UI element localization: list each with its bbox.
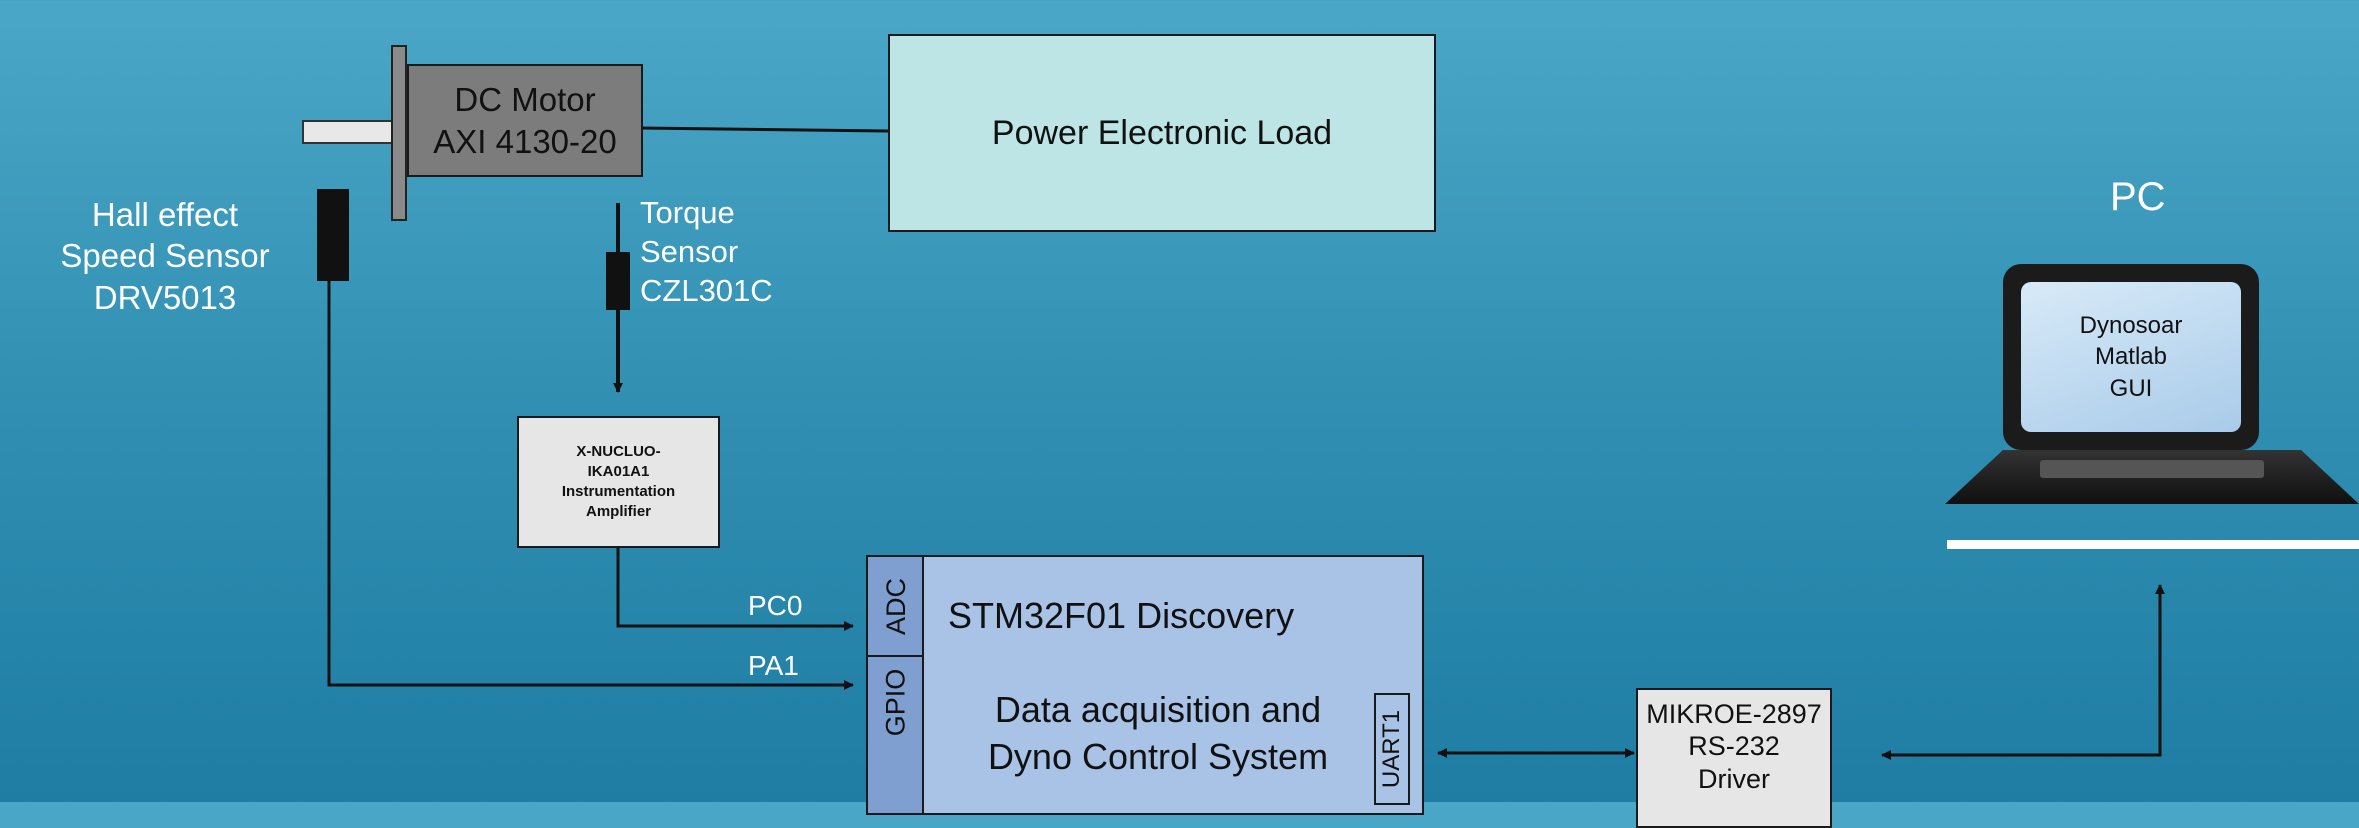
gpio-label: GPIO <box>880 668 911 736</box>
driver-to-pc-wire <box>1881 584 2165 760</box>
power-electronic-load: Power Electronic Load <box>888 34 1436 232</box>
adc-label: ADC <box>880 577 911 635</box>
pin-pc0: PC0 <box>748 590 803 621</box>
laptop-screen: Dynosoar Matlab GUI <box>2021 282 2241 432</box>
gpio-port: GPIO <box>868 657 924 747</box>
laptop-shadow <box>1947 540 2359 549</box>
load-label: Power Electronic Load <box>991 113 1333 152</box>
motor-line1: DC Motor <box>454 81 596 119</box>
instrumentation-amplifier: X-NUCLUO- IKA01A1 Instrumentation Amplif… <box>517 416 720 548</box>
laptop-keyboard <box>2040 460 2264 478</box>
motor-shaft <box>302 120 398 144</box>
motor-to-load-wire <box>639 126 889 133</box>
laptop-icon: Dynosoar Matlab GUI <box>1945 260 2359 550</box>
board-subtitle: Data acquisition and Dyno Control System <box>987 689 1329 777</box>
connection-wires <box>302 120 2165 760</box>
hall-to-pa1-wire <box>327 281 854 690</box>
uart-port: UART1 <box>1374 693 1410 805</box>
rs232-driver: MIKROE-2897 RS-232 Driver <box>1636 688 1832 828</box>
pc-title: PC <box>2110 175 2166 219</box>
stm32-board: ADC GPIO STM32F01 Discovery Data acquisi… <box>866 555 1424 815</box>
pin-pa1: PA1 <box>748 650 799 681</box>
hall-sensor-label: Hall effect Speed Sensor DRV5013 <box>60 196 270 316</box>
dc-motor: DC Motor AXI 4130-20 <box>407 64 643 177</box>
board-port-column <box>868 557 924 813</box>
uart-label: UART1 <box>1378 709 1405 789</box>
motor-line2: AXI 4130-20 <box>433 122 617 160</box>
torque-sensor-block <box>606 252 630 310</box>
adc-port: ADC <box>868 557 924 657</box>
board-title: STM32F01 Discovery <box>948 595 1295 636</box>
amp-to-pc0-wire <box>616 548 854 631</box>
motor-flange <box>391 45 407 221</box>
torque-sensor-label: Torque Sensor CZL301C <box>640 195 773 308</box>
hall-sensor-block <box>317 189 349 281</box>
